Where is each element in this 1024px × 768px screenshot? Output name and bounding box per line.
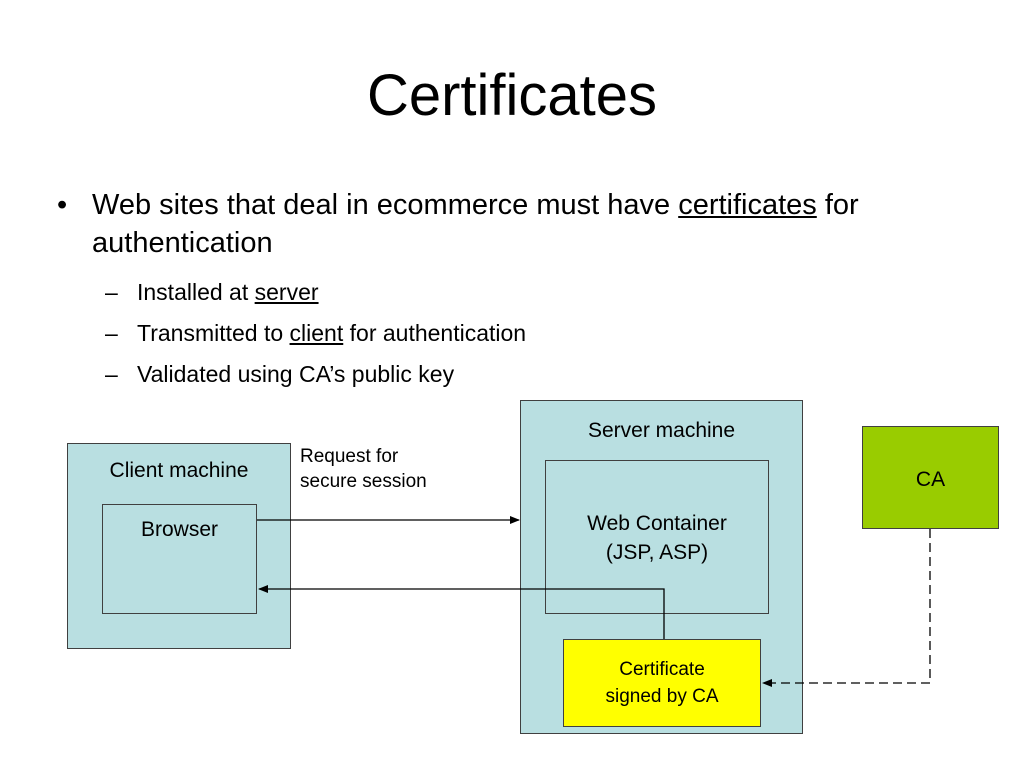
sub-bullet-text: Validated using CA’s public key: [137, 359, 805, 389]
web-container-label-line2: (JSP, ASP): [605, 541, 709, 564]
bullet-main: • Web sites that deal in ecommerce must …: [57, 186, 957, 262]
sub-bullet-client: – Transmitted to client for authenticati…: [105, 318, 805, 348]
sub-bullet-text-before: Installed at: [137, 279, 255, 305]
bullet-main-underlined: certificates: [678, 189, 817, 221]
sub-bullet-server: – Installed at server: [105, 277, 805, 307]
bullet-dot: •: [57, 189, 68, 221]
browser-box: Browser: [102, 504, 257, 614]
web-container-label-line1: Web Container: [587, 512, 727, 535]
server-machine-label: Server machine: [587, 419, 736, 442]
certificate-box: Certificate signed by CA: [563, 639, 761, 727]
request-label-line1: Request for: [300, 446, 399, 467]
certificate-label-line1: Certificate: [619, 659, 705, 680]
sub-bullet-validated: – Validated using CA’s public key: [105, 359, 805, 389]
request-label-line2: secure session: [300, 471, 427, 492]
sub-bullet-underlined: client: [289, 320, 344, 346]
dash-mark: –: [105, 320, 118, 346]
request-label: Request for secure session: [300, 444, 427, 494]
dash-mark: –: [105, 279, 118, 305]
browser-label: Browser: [140, 518, 219, 541]
ca-signing-dashed-arrow: [762, 529, 931, 687]
certificate-to-browser-arrow: [258, 585, 665, 639]
sub-bullet-text-after: for authentication: [343, 320, 527, 346]
web-container-box: Web Container (JSP, ASP): [545, 460, 769, 614]
sub-bullet-text: Transmitted to client for authentication: [137, 318, 805, 348]
sub-bullet-text-before: Validated using CA’s public key: [137, 361, 455, 387]
bullet-main-text: Web sites that deal in ecommerce must ha…: [92, 186, 957, 262]
bullet-main-text-after: for authentication: [92, 189, 859, 259]
certificate-label-line2: signed by CA: [605, 686, 719, 707]
sub-bullet-text: Installed at server: [137, 277, 805, 307]
dash-mark: –: [105, 361, 118, 387]
ca-label: CA: [915, 468, 946, 491]
sub-bullet-underlined: server: [254, 279, 319, 305]
client-machine-label: Client machine: [109, 459, 249, 482]
sub-bullet-text-before: Transmitted to: [137, 320, 290, 346]
ca-box: CA: [862, 426, 999, 529]
bullet-main-text-before: Web sites that deal in ecommerce must ha…: [92, 189, 679, 221]
slide-title: Certificates: [366, 63, 658, 128]
